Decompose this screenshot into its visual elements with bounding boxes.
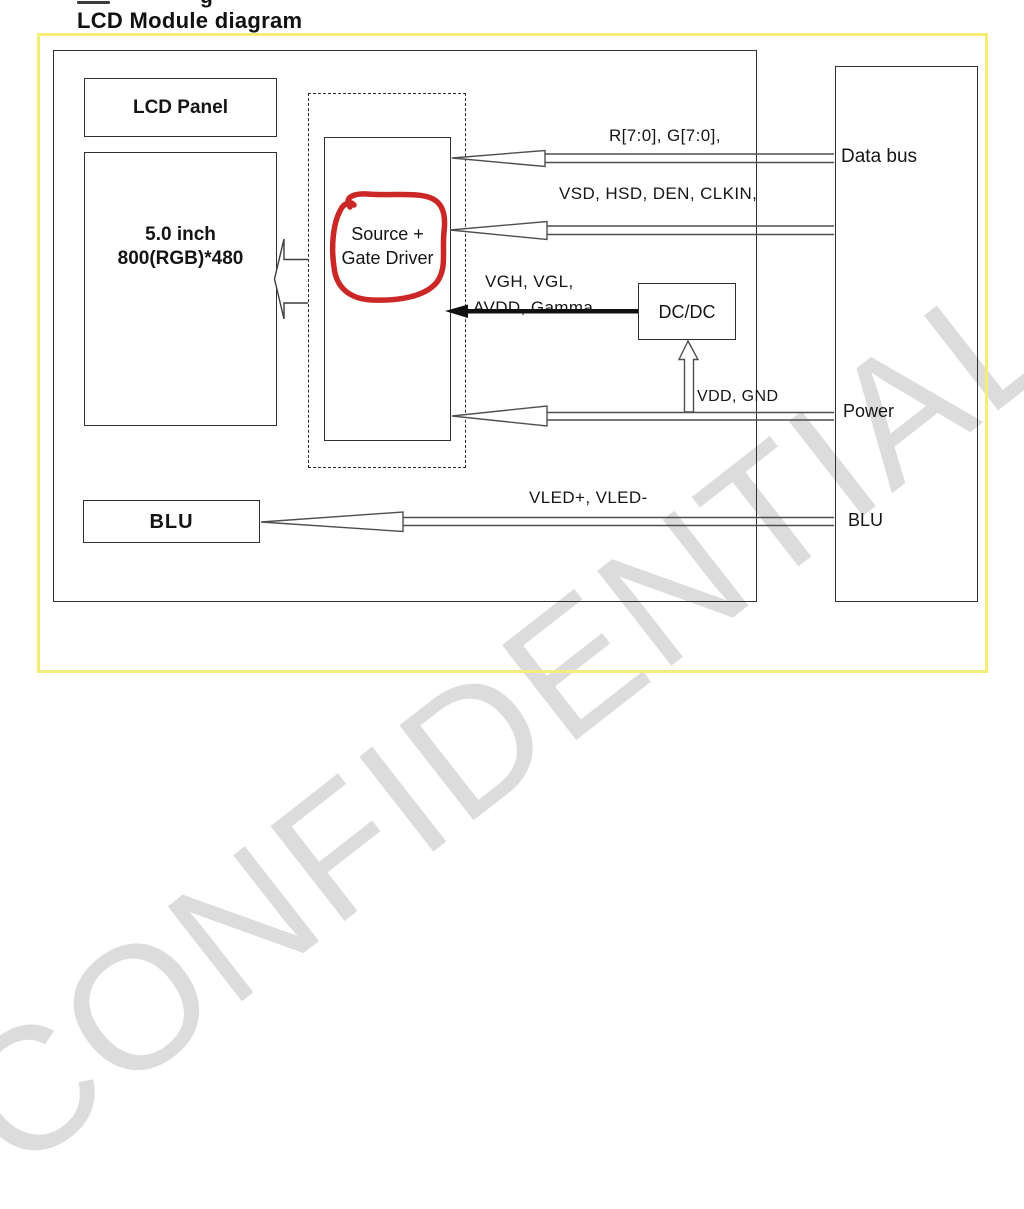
- signal-label-power: VDD, GND: [697, 388, 779, 405]
- signal-label-control: VSD, HSD, DEN, CLKIN,: [559, 184, 758, 203]
- interface-label-blu: BLU: [848, 510, 884, 530]
- signal-label-gate-power-1: VGH, VGL,: [485, 272, 574, 291]
- driver-dashed-region: [308, 93, 466, 468]
- driver-label-line1: Source +: [351, 224, 424, 244]
- module-outline-box: [53, 50, 757, 602]
- panel-size-box: 5.0 inch 800(RGB)*480: [84, 152, 277, 426]
- blu-box: BLU: [83, 500, 260, 543]
- interface-label-data-bus: Data bus: [841, 146, 918, 167]
- interface-box: [835, 66, 978, 602]
- top-text-fragment-marks: [77, 1, 110, 4]
- panel-size-line1: 5.0 inch: [145, 224, 216, 245]
- lcd-panel-box: LCD Panel: [84, 78, 277, 137]
- top-text-fragment-g: g: [200, 0, 213, 8]
- top-text-fragment: g: [0, 0, 400, 8]
- dcdc-label: DC/DC: [658, 301, 716, 322]
- dcdc-box: DC/DC: [638, 283, 736, 340]
- lcd-panel-label: LCD Panel: [132, 96, 229, 118]
- interface-label-power: Power: [843, 401, 895, 421]
- blu-box-label: BLU: [149, 510, 194, 533]
- panel-size-line2: 800(RGB)*480: [117, 248, 244, 269]
- signal-label-gate-power-2: AVDD, Gamma: [473, 298, 594, 317]
- signal-label-backlight: VLED+, VLED-: [529, 488, 648, 507]
- source-gate-driver-box: Source + Gate Driver: [324, 137, 451, 441]
- signal-label-rgb: R[7:0], G[7:0],: [609, 126, 721, 145]
- page-title: LCD Module diagram: [77, 8, 303, 33]
- driver-label-line2: Gate Driver: [341, 248, 434, 268]
